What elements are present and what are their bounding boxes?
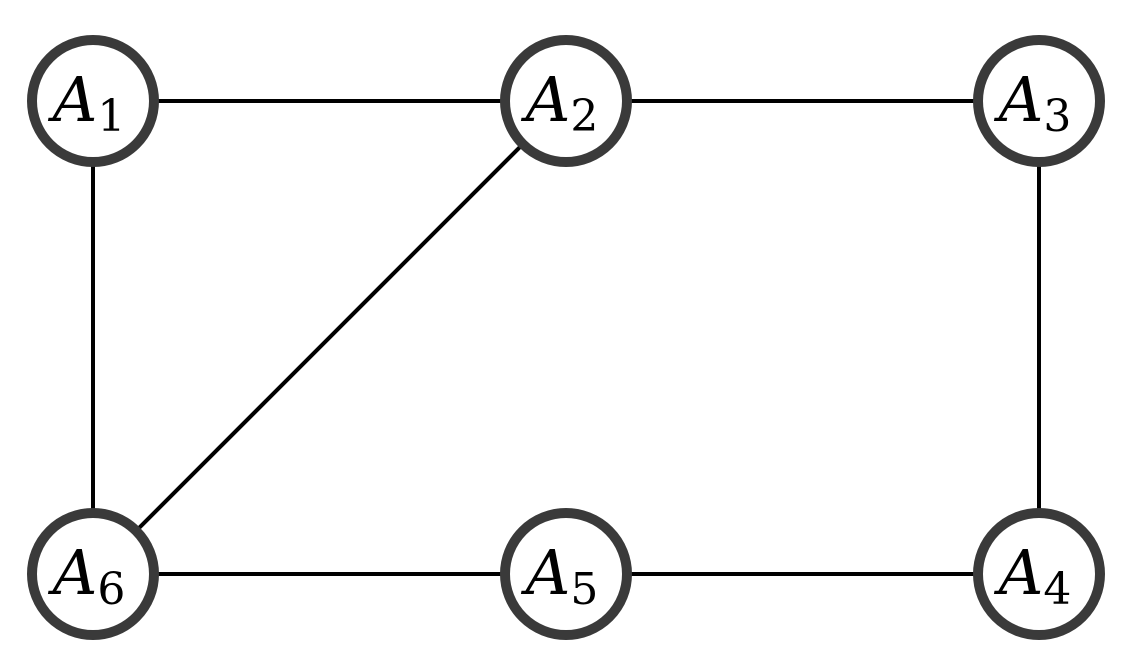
node-a5: A5 <box>500 508 632 640</box>
node-label-letter: A <box>521 63 571 136</box>
node-label: A2 <box>521 63 599 142</box>
node-label-subscript: 1 <box>97 91 125 142</box>
node-label: A4 <box>994 536 1072 615</box>
node-circle <box>973 508 1105 640</box>
node-a3: A3 <box>973 35 1105 167</box>
node-label-subscript: 2 <box>570 91 598 142</box>
node-label-letter: A <box>521 536 571 609</box>
edge-a2-a6 <box>91 99 568 576</box>
node-a1: A1 <box>27 35 159 167</box>
node-label-letter: A <box>48 536 98 609</box>
edges-layer <box>91 99 1041 576</box>
node-circle <box>973 35 1105 167</box>
node-label-subscript: 4 <box>1043 564 1071 615</box>
node-label: A6 <box>48 536 126 615</box>
node-circle <box>500 508 632 640</box>
node-label-subscript: 3 <box>1043 91 1071 142</box>
node-label-letter: A <box>48 63 98 136</box>
node-circle <box>500 35 632 167</box>
node-label: A1 <box>48 63 126 142</box>
node-label-subscript: 5 <box>570 564 598 615</box>
node-a4: A4 <box>973 508 1105 640</box>
node-label: A3 <box>994 63 1072 142</box>
node-label: A5 <box>521 536 599 615</box>
node-label-letter: A <box>994 536 1044 609</box>
node-a2: A2 <box>500 35 632 167</box>
node-label-subscript: 6 <box>97 564 125 615</box>
node-circle <box>27 508 159 640</box>
node-label-letter: A <box>994 63 1044 136</box>
node-a6: A6 <box>27 508 159 640</box>
node-circle <box>27 35 159 167</box>
